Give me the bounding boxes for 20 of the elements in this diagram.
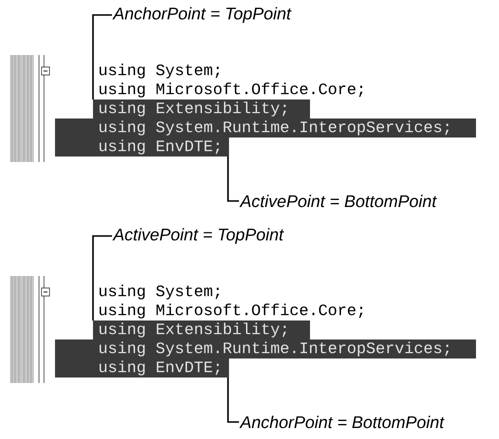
leader-line [92, 235, 112, 320]
leader-line [227, 378, 239, 423]
code-line: using System.Runtime.InteropServices; [100, 342, 449, 356]
code-line: using Microsoft.Office.Core; [100, 82, 363, 98]
leader-line [92, 14, 112, 100]
code-line: using EnvDTE; [100, 140, 220, 154]
code-line: using Microsoft.Office.Core; [100, 304, 363, 318]
code-line: using System; [100, 64, 220, 78]
code-line: using System.Runtime.InteropServices; [100, 120, 449, 136]
callout-label: ActivePoint = TopPoint [112, 228, 284, 244]
selection-highlight [55, 320, 476, 378]
code-line: using Extensibility; [100, 102, 286, 116]
callout-label: AnchorPoint = TopPoint [112, 7, 292, 23]
code-line: using Extensibility; [100, 322, 286, 338]
leader-line [227, 156, 239, 202]
callout-label: ActivePoint = BottomPoint [239, 194, 438, 208]
selection-highlight [55, 100, 476, 156]
code-line: using System; [100, 284, 220, 300]
callout-label: AnchorPoint = BottomPoint [239, 416, 445, 428]
code-line: using EnvDTE; [100, 360, 220, 376]
